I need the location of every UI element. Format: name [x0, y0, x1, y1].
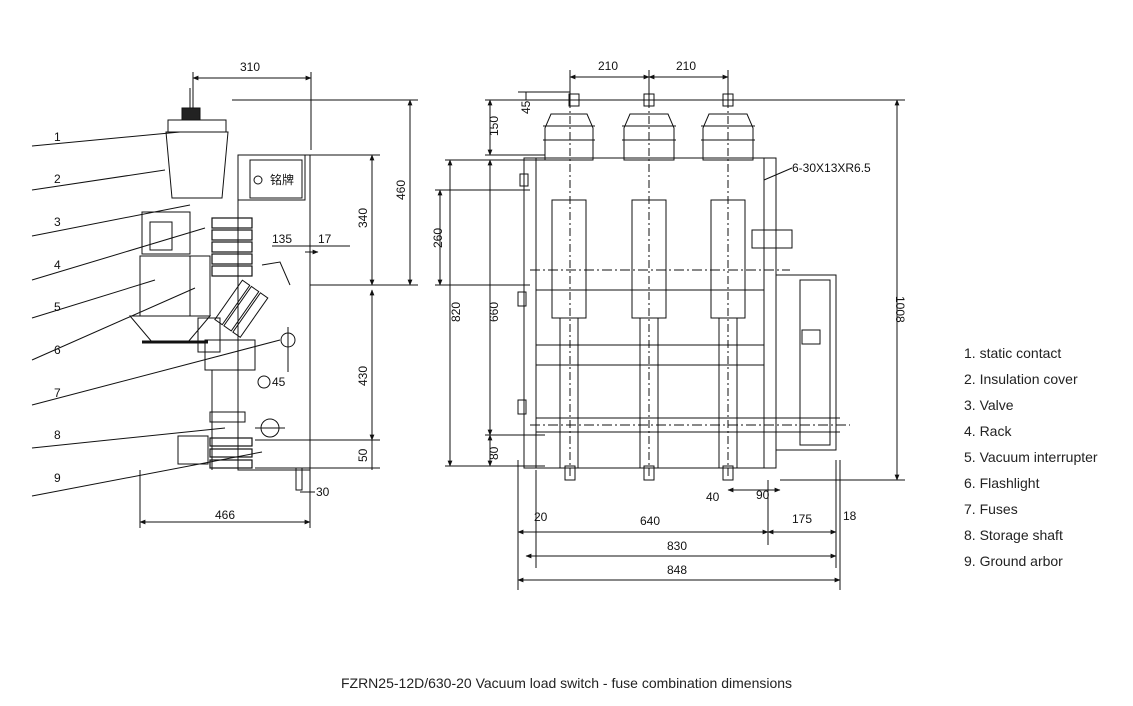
dim-45: 45	[519, 100, 533, 114]
legend-item: 8. Storage shaft	[964, 527, 1063, 543]
dim-640: 640	[640, 514, 660, 528]
dim-848: 848	[667, 563, 687, 577]
callout-5: 5	[54, 300, 61, 314]
dim-660: 660	[487, 302, 501, 322]
front-view	[435, 70, 905, 590]
callout-1: 1	[54, 130, 61, 144]
callout-2: 2	[54, 172, 61, 186]
dim-430: 430	[356, 366, 370, 386]
legend-item: 3. Valve	[964, 397, 1014, 413]
dim-175: 175	[792, 512, 812, 526]
dim-40: 40	[706, 490, 720, 504]
figure-caption: FZRN25-12D/630-20 Vacuum load switch - f…	[340, 675, 793, 691]
dim-17: 17	[318, 232, 332, 246]
legend-item: 7. Fuses	[964, 501, 1018, 517]
dim-50: 50	[356, 448, 370, 462]
callout-9: 9	[54, 471, 61, 485]
dim-820: 820	[449, 302, 463, 322]
dim-20: 20	[534, 510, 548, 524]
dim-210-right: 210	[676, 59, 696, 73]
legend-item: 4. Rack	[964, 423, 1012, 439]
dim-135: 135	[272, 232, 292, 246]
phase-2	[622, 93, 676, 481]
dim-150: 150	[487, 116, 501, 136]
nameplate-label: 铭牌	[270, 172, 294, 187]
dim-80: 80	[487, 446, 501, 460]
callout-7: 7	[54, 386, 61, 400]
legend: 1. static contact 2. Insulation cover 3.…	[964, 343, 1098, 577]
dim-340: 340	[356, 208, 370, 228]
callout-6: 6	[54, 343, 61, 357]
legend-item: 9. Ground arbor	[964, 553, 1063, 569]
legend-item: 2. Insulation cover	[964, 371, 1078, 387]
legend-item: 1. static contact	[964, 345, 1062, 361]
side-view	[31, 72, 418, 528]
dim-830: 830	[667, 539, 687, 553]
callout-8: 8	[54, 428, 61, 442]
dim-210-left: 210	[598, 59, 618, 73]
hole-45: 45	[272, 375, 286, 389]
dim-466: 466	[215, 508, 235, 522]
dim-90: 90	[756, 488, 770, 502]
dim-260: 260	[431, 228, 445, 248]
dim-310: 310	[240, 60, 260, 74]
dim-1008: 1008	[893, 296, 907, 323]
phase-1	[543, 93, 595, 481]
dim-460: 460	[394, 180, 408, 200]
legend-item: 5. Vacuum interrupter	[964, 449, 1098, 465]
callout-4: 4	[54, 258, 61, 272]
dim-18: 18	[843, 509, 857, 523]
hole-spec: 6-30X13XR6.5	[792, 161, 871, 175]
dim-30: 30	[316, 485, 330, 499]
legend-item: 6. Flashlight	[964, 475, 1040, 491]
phase-3	[701, 93, 755, 481]
callout-3: 3	[54, 215, 61, 229]
